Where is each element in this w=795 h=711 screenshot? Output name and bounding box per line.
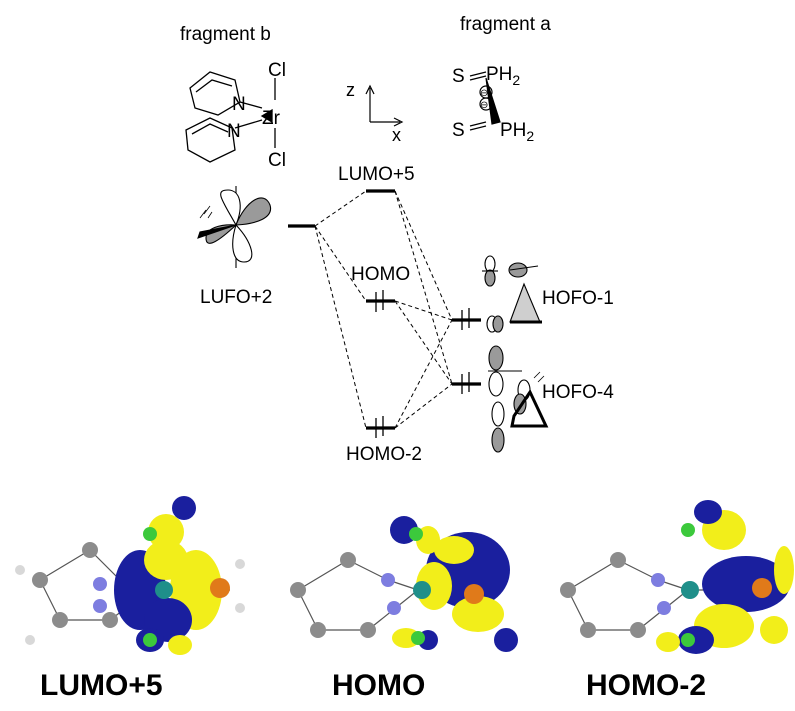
charge-2: ⊖	[480, 100, 488, 111]
fragment-a-title: fragment a	[460, 14, 551, 35]
axes-icon	[365, 84, 404, 127]
label-lumo5: LUMO+5	[338, 164, 415, 185]
fragment-b-title: fragment b	[180, 24, 271, 45]
atom-n-1: N	[232, 94, 246, 115]
atom-cl-top: Cl	[268, 60, 286, 81]
orbital-render-homo	[290, 516, 518, 652]
axis-z-label: z	[346, 80, 355, 100]
energy-levels	[288, 189, 481, 430]
hofo4-orbital-icon	[488, 345, 549, 453]
fragment-b-structure	[185, 71, 276, 163]
atom-cl-bottom: Cl	[268, 150, 286, 171]
fragment-a-structure	[469, 71, 501, 131]
label-hofo1: HOFO-1	[542, 288, 614, 309]
label-hofo4: HOFO-4	[542, 382, 614, 403]
caption-homo2: HOMO-2	[586, 669, 706, 702]
d-orbital-icon	[197, 186, 272, 268]
caption-lumo5: LUMO+5	[40, 669, 163, 702]
electron-pairs	[375, 290, 470, 438]
hofo1-orbital-icon	[482, 255, 542, 333]
group-ph2-bottom: PH2	[500, 120, 534, 144]
atom-s-bottom: S	[452, 120, 465, 141]
caption-homo: HOMO	[332, 669, 425, 702]
label-lufo2: LUFO+2	[200, 287, 272, 308]
atom-s-top: S	[452, 66, 465, 87]
atom-zr: Zr	[262, 108, 281, 129]
correlation-lines	[314, 190, 453, 429]
orbital-render-homo2	[560, 500, 794, 654]
axis-x-label: x	[392, 125, 401, 145]
label-homo2: HOMO-2	[346, 444, 422, 465]
orbital-render-lumo5	[15, 496, 245, 655]
group-ph2-top: PH2	[486, 64, 520, 88]
atom-n-2: N	[227, 121, 241, 142]
charge-1: ⊖	[480, 88, 488, 99]
label-homo: HOMO	[351, 264, 410, 285]
